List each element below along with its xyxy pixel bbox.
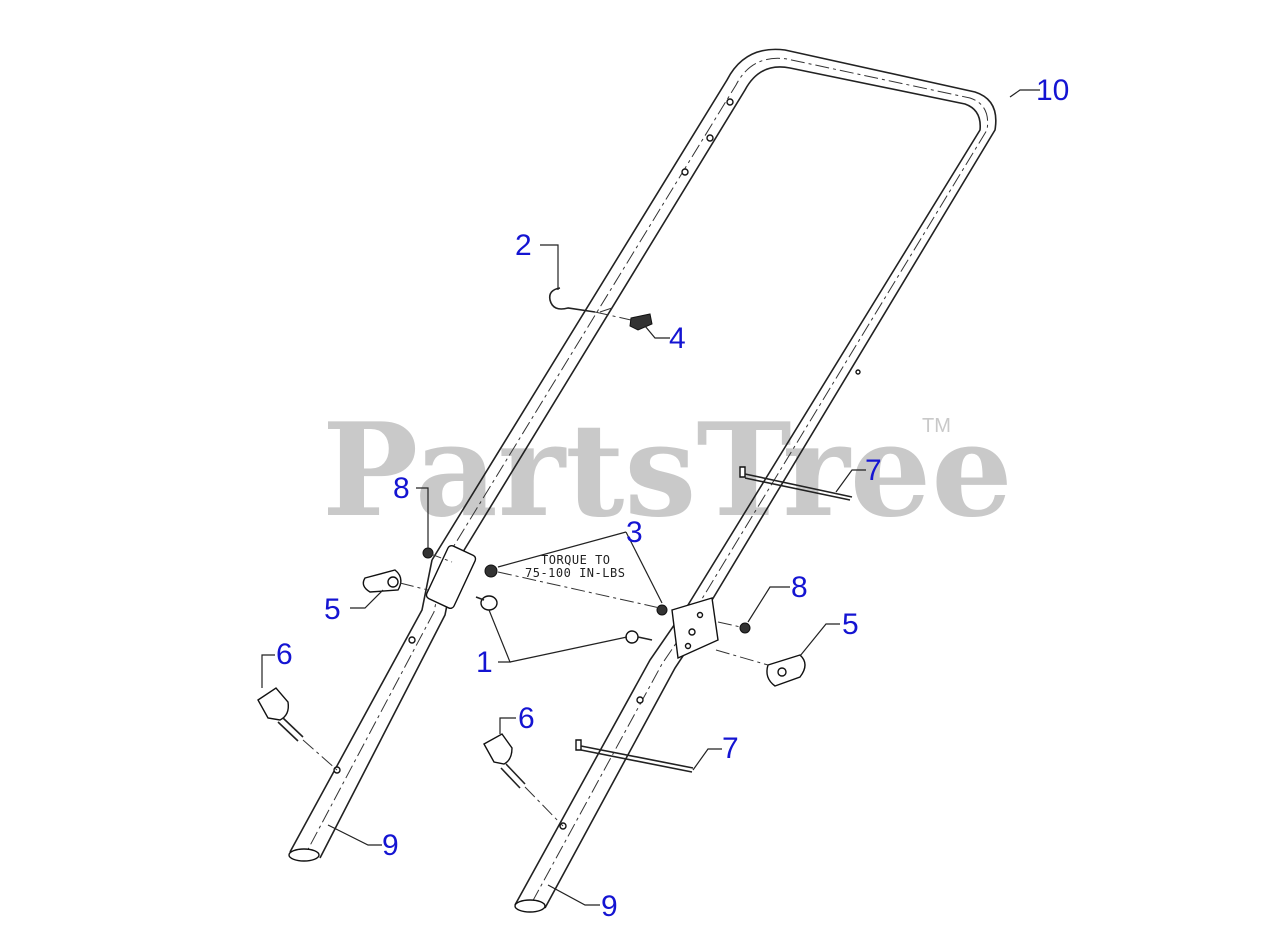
callout-8-left: 8 [393, 472, 410, 505]
callout-7-lower: 7 [722, 732, 739, 765]
callout-5-left: 5 [324, 593, 341, 626]
cable-tie-lower [575, 739, 694, 773]
knob-stud-right [483, 733, 564, 827]
callout-6-right: 6 [518, 702, 535, 735]
upper-handle [431, 48, 997, 621]
torque-note-line2: 75-100 IN-LBS [525, 566, 625, 580]
carriage-bolt-left [475, 595, 498, 611]
watermark-text: PartsTree [322, 396, 1013, 546]
callout-5-right: 5 [842, 608, 859, 641]
knob-right [715, 649, 806, 687]
nut-left [484, 564, 498, 578]
callout-2: 2 [515, 229, 532, 262]
knob-left [362, 569, 429, 593]
callout-10: 10 [1036, 74, 1069, 107]
bolt-right [717, 621, 751, 634]
torque-note-line1: TORQUE TO [541, 553, 611, 567]
callout-8-right: 8 [791, 571, 808, 604]
leader-lines [261, 89, 1040, 906]
clip [629, 313, 653, 331]
lower-handle-right [514, 597, 719, 913]
callout-6-left: 6 [276, 638, 293, 671]
callout-9-left: 9 [382, 829, 399, 862]
nut-right [656, 604, 668, 616]
knob-stud-left [257, 687, 338, 771]
watermark-trademark: TM [922, 415, 951, 437]
callout-9-right: 9 [601, 890, 618, 923]
carriage-bolt-right [625, 630, 653, 644]
callout-7-upper: 7 [865, 454, 882, 487]
bolt-left [422, 547, 453, 563]
cable-tie-upper [739, 466, 853, 501]
lower-handle-left [288, 544, 477, 862]
callout-1: 1 [476, 646, 493, 679]
callout-4: 4 [669, 322, 686, 355]
callout-3: 3 [626, 516, 643, 549]
